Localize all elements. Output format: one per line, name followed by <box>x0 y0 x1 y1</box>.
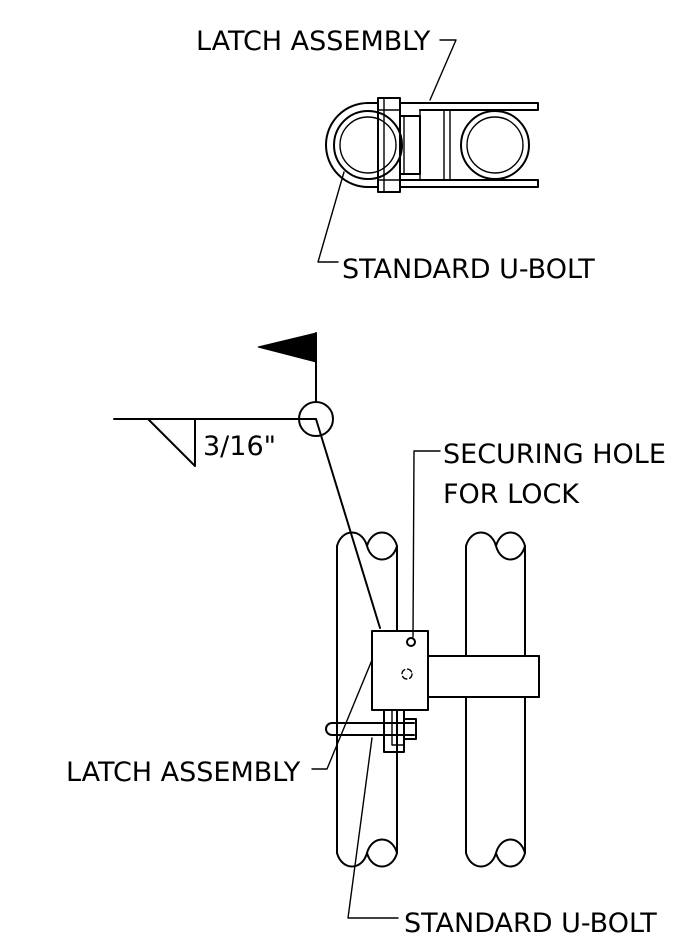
top-view <box>317 39 539 263</box>
side-u-bolt-shank <box>325 722 415 736</box>
top-ubolt-leader <box>317 171 345 263</box>
securing-hole-label-line2: FOR LOCK <box>443 479 580 510</box>
top-hinge-detail <box>403 109 451 181</box>
securing-hole <box>406 637 416 647</box>
weld-arrow-line <box>315 418 381 629</box>
hinge-pin <box>401 668 413 680</box>
top-left-pipe-inner <box>339 116 397 174</box>
side-latch-leader <box>311 659 373 770</box>
top-latch-plate <box>377 97 401 193</box>
side-left-pipe-break-bottom <box>336 838 398 868</box>
side-latch-assembly-label: LATCH ASSEMBLY <box>66 757 301 788</box>
top-latch-assembly-label: LATCH ASSEMBLY <box>196 26 431 57</box>
side-latch-bar-edge <box>427 655 540 698</box>
side-right-pipe-break-top <box>465 531 526 561</box>
top-right-pipe-inner <box>466 116 524 174</box>
side-right-pipe-break-bottom <box>465 838 526 868</box>
securing-hole-label-line1: SECURING HOLE <box>443 439 666 470</box>
side-left-pipe-break-top <box>336 531 398 561</box>
top-left-pipe-outer <box>333 110 403 180</box>
side-u-bolt-nut <box>403 718 417 740</box>
weld-fillet-triangle <box>147 418 196 467</box>
side-latch-plate <box>371 630 429 711</box>
side-lower-bracket-inner <box>391 709 405 746</box>
top-right-pipe-outer <box>460 110 530 180</box>
side-standard-u-bolt-label: STANDARD U-BOLT <box>404 908 657 939</box>
weld-size-label: 3/16" <box>203 431 276 462</box>
weld-symbol <box>113 332 381 629</box>
side-ubolt-leader <box>347 737 399 919</box>
top-latch-leader <box>429 39 457 101</box>
top-standard-u-bolt-label: STANDARD U-BOLT <box>342 254 595 285</box>
top-u-bolt <box>325 102 379 188</box>
top-latch-plate-inner <box>377 97 401 193</box>
weld-flag <box>257 332 317 363</box>
side-view <box>311 450 540 919</box>
side-right-pipe <box>465 545 526 854</box>
securing-hole-leader <box>412 450 441 638</box>
top-latch-bar <box>399 102 539 188</box>
